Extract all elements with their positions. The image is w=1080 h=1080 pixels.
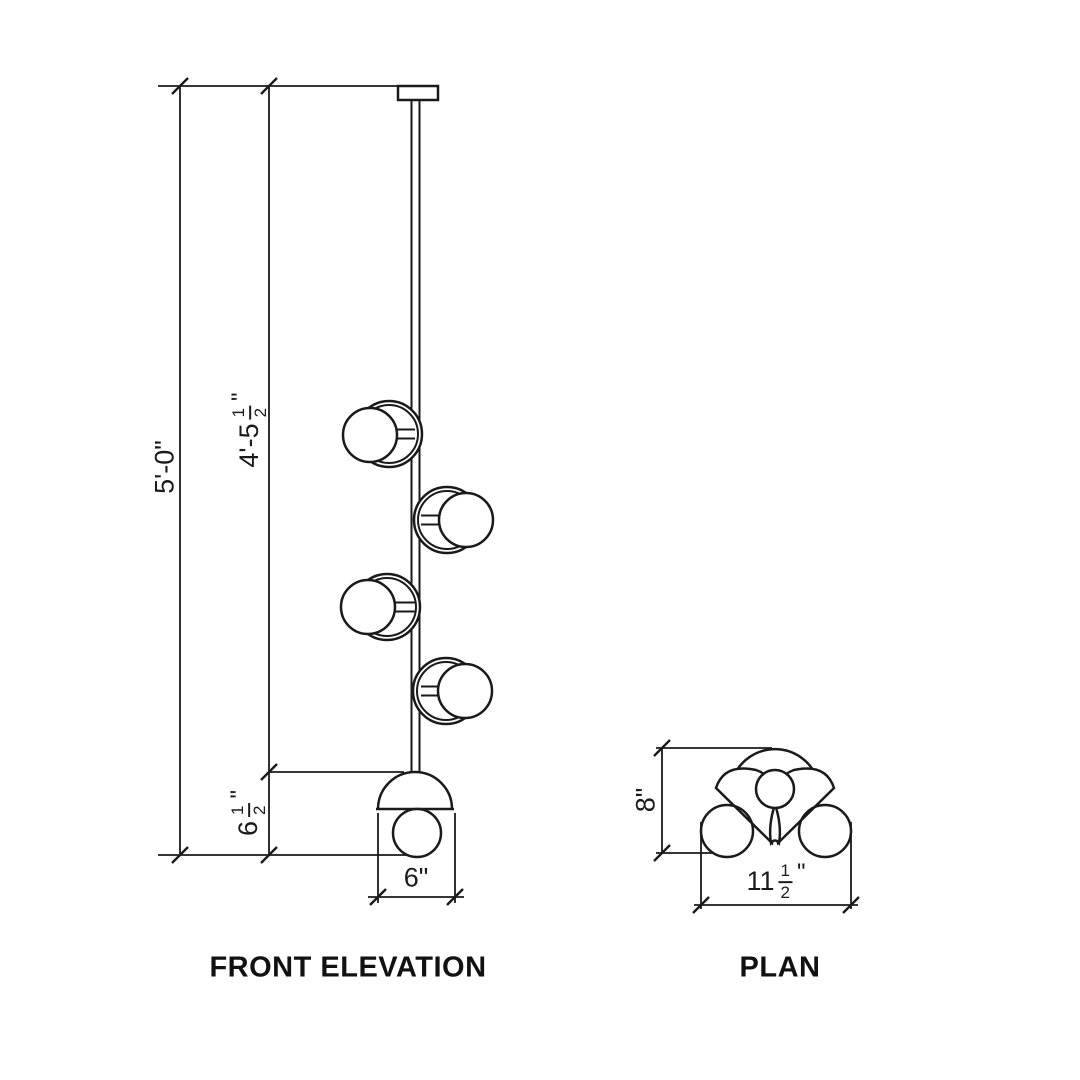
globe [436,662,494,720]
plan-globe-left [699,803,755,859]
dim-text: 5'-0" [149,440,180,494]
elevation-dim-ticks [171,77,464,906]
inch-mark: " [227,392,255,401]
ceiling-canopy [396,84,440,102]
fraction: 1 2 [229,405,270,420]
dim-overall-height-label: 5'-0" [149,440,180,494]
fraction-numerator: 1 [228,803,250,817]
dim-drop-height-label: 4'-5 1 2 " [227,392,270,468]
front-elevation-view [158,77,495,906]
dim-whole: 4'-5 [234,423,265,468]
globe [437,491,495,549]
dim-text: 6" [403,862,429,893]
dim-plan-depth-label: 8" [630,787,661,813]
plan-globe-right [797,803,853,859]
fraction-denominator: 2 [780,883,790,902]
front-elevation-title: FRONT ELEVATION [209,951,487,984]
pendant-dome [376,770,454,810]
dim-plan-width-label: 11 1 2 " [746,859,806,902]
fraction: 1 2 [778,862,792,902]
dim-whole: 11 [746,866,775,897]
pendant-fixture [339,84,495,859]
dim-text: 8" [630,787,661,813]
plan-title: PLAN [739,951,821,984]
dim-whole: 6 [233,820,264,837]
dim-pendant-height-label: 6 1 2 " [226,789,269,837]
globe-light-3 [339,572,422,642]
plan-view [653,739,860,914]
fraction-denominator: 2 [250,805,269,815]
globe [341,406,399,464]
globe [339,578,397,636]
bottom-pendant [376,770,454,859]
fraction-denominator: 2 [251,407,270,418]
inch-mark: " [226,789,254,799]
plan-shade-center [768,799,782,846]
inch-mark: " [796,859,806,887]
fraction-numerator: 1 [229,405,251,420]
globe-light-4 [411,656,494,726]
plan-canopy-arc [731,747,819,779]
globe-light-1 [341,399,424,469]
pendant-globe [391,807,443,859]
plan-fixture [699,747,853,859]
plan-dim-ticks [653,739,860,914]
dim-pendant-width-label: 6" [403,862,429,893]
fraction-numerator: 1 [778,862,792,883]
plan-stem-circle [754,768,796,810]
fraction: 1 2 [228,803,269,817]
elevation-dimension-lines [158,85,464,903]
globe-light-2 [412,485,495,555]
